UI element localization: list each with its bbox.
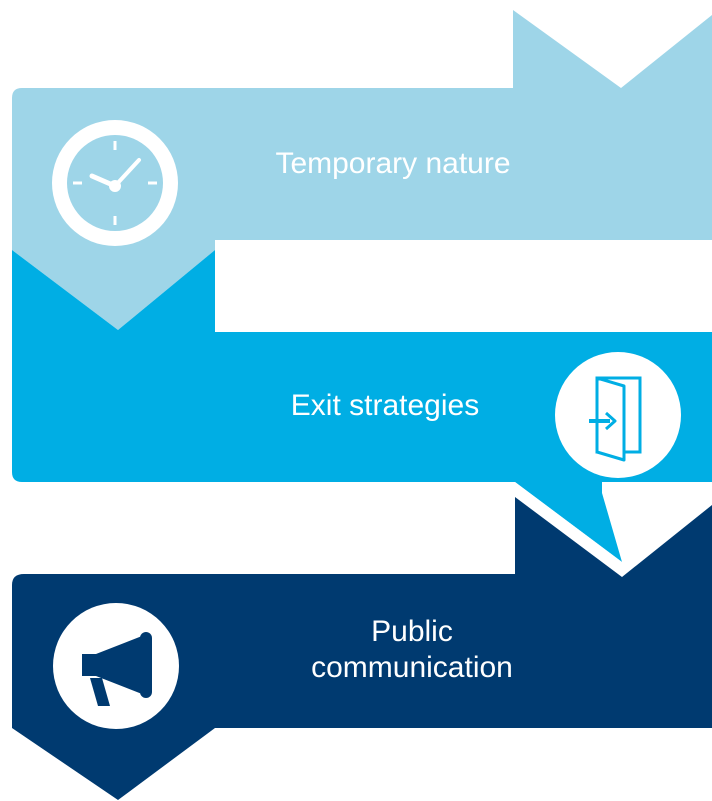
door-exit-icon — [555, 352, 681, 478]
clock-icon — [52, 120, 178, 246]
step-1-band — [12, 10, 712, 330]
step-3-label-line-2: communication — [311, 651, 513, 684]
step-3-band — [12, 497, 712, 800]
step-3-label: Public communication — [262, 614, 562, 686]
step-2-chevron-edge — [515, 482, 712, 577]
megaphone-icon — [53, 603, 179, 729]
step-3-label-line-1: Public — [371, 615, 453, 648]
step-1-label: Temporary nature — [275, 147, 511, 180]
step-2-band — [12, 250, 712, 562]
step-2-label: Exit strategies — [290, 389, 480, 422]
